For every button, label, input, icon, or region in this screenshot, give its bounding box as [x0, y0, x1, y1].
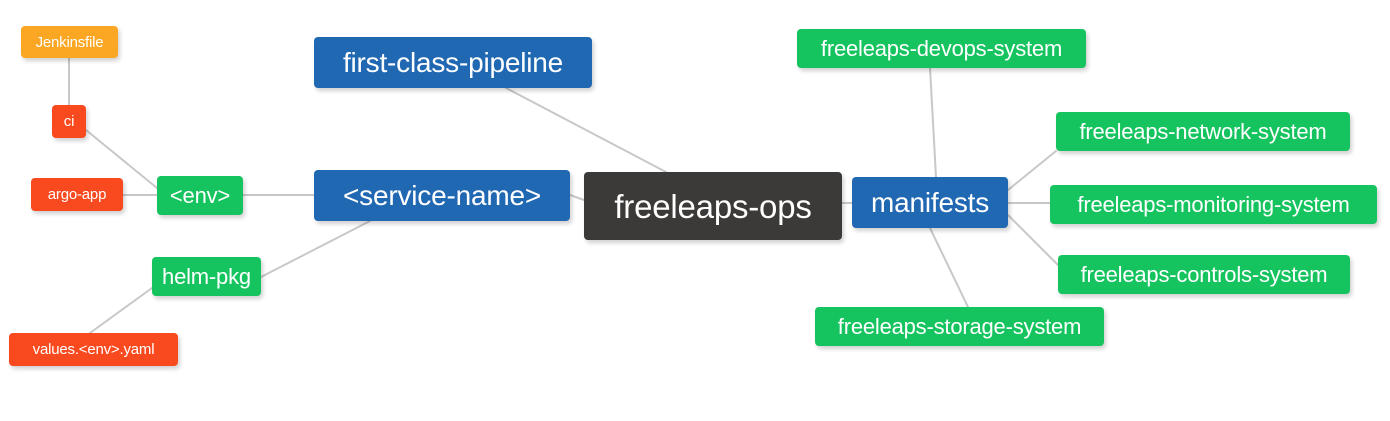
node-freeleaps-storage-system[interactable]: freeleaps-storage-system: [815, 307, 1104, 346]
node-env[interactable]: <env>: [157, 176, 243, 215]
edge-ci-to-env: [85, 129, 158, 189]
node-jenkinsfile[interactable]: Jenkinsfile: [21, 26, 118, 58]
node-freeleaps-network-system[interactable]: freeleaps-network-system: [1056, 112, 1350, 151]
edge-manifests-to-freeleaps-network-system: [1007, 150, 1057, 191]
edge-service-name-to-helm-pkg: [260, 220, 371, 278]
edge-service-name-to-freeleaps-ops: [569, 194, 585, 201]
node-freeleaps-controls-system[interactable]: freeleaps-controls-system: [1058, 255, 1350, 294]
node-freeleaps-devops-system[interactable]: freeleaps-devops-system: [797, 29, 1086, 68]
node-ci[interactable]: ci: [52, 105, 86, 138]
edge-manifests-to-freeleaps-storage-system: [929, 227, 969, 308]
edge-manifests-to-freeleaps-controls-system: [1007, 214, 1059, 266]
node-freeleaps-ops[interactable]: freeleaps-ops: [584, 172, 842, 240]
node-argo-app[interactable]: argo-app: [31, 178, 123, 211]
node-service-name[interactable]: <service-name>: [314, 170, 570, 221]
node-freeleaps-monitoring-system[interactable]: freeleaps-monitoring-system: [1050, 185, 1377, 224]
node-values-yaml[interactable]: values.<env>.yaml: [9, 333, 178, 366]
node-manifests[interactable]: manifests: [852, 177, 1008, 228]
node-helm-pkg[interactable]: helm-pkg: [152, 257, 261, 296]
edge-helm-pkg-to-values-yaml: [89, 287, 153, 334]
edge-manifests-to-freeleaps-devops-system: [929, 67, 937, 178]
edge-first-class-pipeline-to-freeleaps-ops: [505, 87, 667, 173]
node-first-class-pipeline[interactable]: first-class-pipeline: [314, 37, 592, 88]
